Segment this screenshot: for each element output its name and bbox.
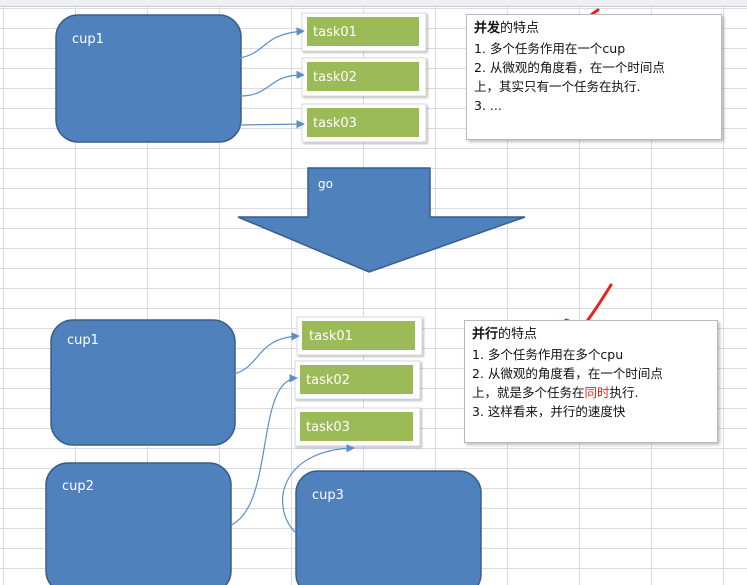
bottom-note-highlight-simultaneous: 同时 xyxy=(584,385,610,400)
bottom-note-title: 并行的特点 xyxy=(472,324,713,345)
bottom-note-line-3: 上，就是多个任务在同时执行. xyxy=(472,383,713,402)
top-task-task03-label: task03 xyxy=(313,116,357,131)
top-concurrency-note: 并发的特点 1. 多个任务作用在一个cup 2. 从微观的角度看，在一个时间点 … xyxy=(466,14,722,140)
bottom-note-line-1: 1. 多个任务作用在多个cpu xyxy=(472,347,624,362)
top-note-line-3: 上，其实只有一个任务在执行. xyxy=(474,79,641,94)
column-header-strip xyxy=(0,0,747,7)
top-task-task03[interactable]: task03 xyxy=(301,103,427,143)
bottom-cpu-cup3[interactable]: cup3 xyxy=(295,470,482,585)
top-connector-cup1-task03 xyxy=(239,119,305,129)
bottom-connector-cup3-task03 xyxy=(282,444,355,534)
bottom-cpu-cup2-label: cup2 xyxy=(62,479,94,494)
bottom-note-line-2: 2. 从微观的角度看，在一个时间点 xyxy=(472,366,663,381)
bottom-task-task02[interactable]: task02 xyxy=(294,360,421,400)
bottom-note-line-3-post: 执行. xyxy=(609,385,639,400)
bottom-cpu-cup2[interactable]: cup2 xyxy=(45,462,232,585)
top-cpu-cup1[interactable]: cup1 xyxy=(55,14,242,143)
bottom-task-task02-label: task02 xyxy=(306,373,350,388)
top-task-task01[interactable]: task01 xyxy=(301,12,427,52)
top-note-line-4: 3. ... xyxy=(474,98,502,113)
top-note-line-1: 1. 多个任务作用在一个cup xyxy=(474,41,626,56)
top-connector-cup1-task01 xyxy=(239,27,305,59)
top-connector-cup1-task02 xyxy=(239,70,305,97)
bottom-cpu-cup1[interactable]: cup1 xyxy=(50,319,236,446)
top-note-title-rest: 的特点 xyxy=(500,21,540,36)
top-task-task01-label: task01 xyxy=(313,25,357,40)
bottom-connector-cup1-task01 xyxy=(233,332,300,375)
bottom-connector-cup2-task02 xyxy=(230,374,298,526)
bottom-note-title-rest: 的特点 xyxy=(498,327,538,342)
bottom-task-task03-label: task03 xyxy=(306,420,350,435)
top-note-title: 并发的特点 xyxy=(474,18,717,39)
bottom-note-title-bold: 并行 xyxy=(472,327,499,342)
top-note-line-2: 2. 从微观的角度看，在一个时间点 xyxy=(474,60,665,75)
bottom-task-task03[interactable]: task03 xyxy=(294,407,421,447)
top-task-task02-label: task02 xyxy=(313,70,357,85)
bottom-task-task01-label: task01 xyxy=(309,329,353,344)
go-down-arrow: go xyxy=(237,167,526,273)
bottom-note-line-4: 3. 这样看来，并行的速度快 xyxy=(472,404,626,419)
bottom-note-line-3-pre: 上，就是多个任务在 xyxy=(472,385,585,400)
bottom-parallelism-note: 并行的特点 1. 多个任务作用在多个cpu 2. 从微观的角度看，在一个时间点 … xyxy=(464,320,718,443)
top-note-title-bold: 并发 xyxy=(474,21,501,36)
go-arrow-label: go xyxy=(318,177,333,191)
top-cpu-cup1-label: cup1 xyxy=(72,32,104,47)
bottom-task-task01[interactable]: task01 xyxy=(296,316,423,356)
bottom-cpu-cup3-label: cup3 xyxy=(312,488,344,503)
bottom-cpu-cup1-label: cup1 xyxy=(67,333,99,348)
top-task-task02[interactable]: task02 xyxy=(301,57,427,97)
